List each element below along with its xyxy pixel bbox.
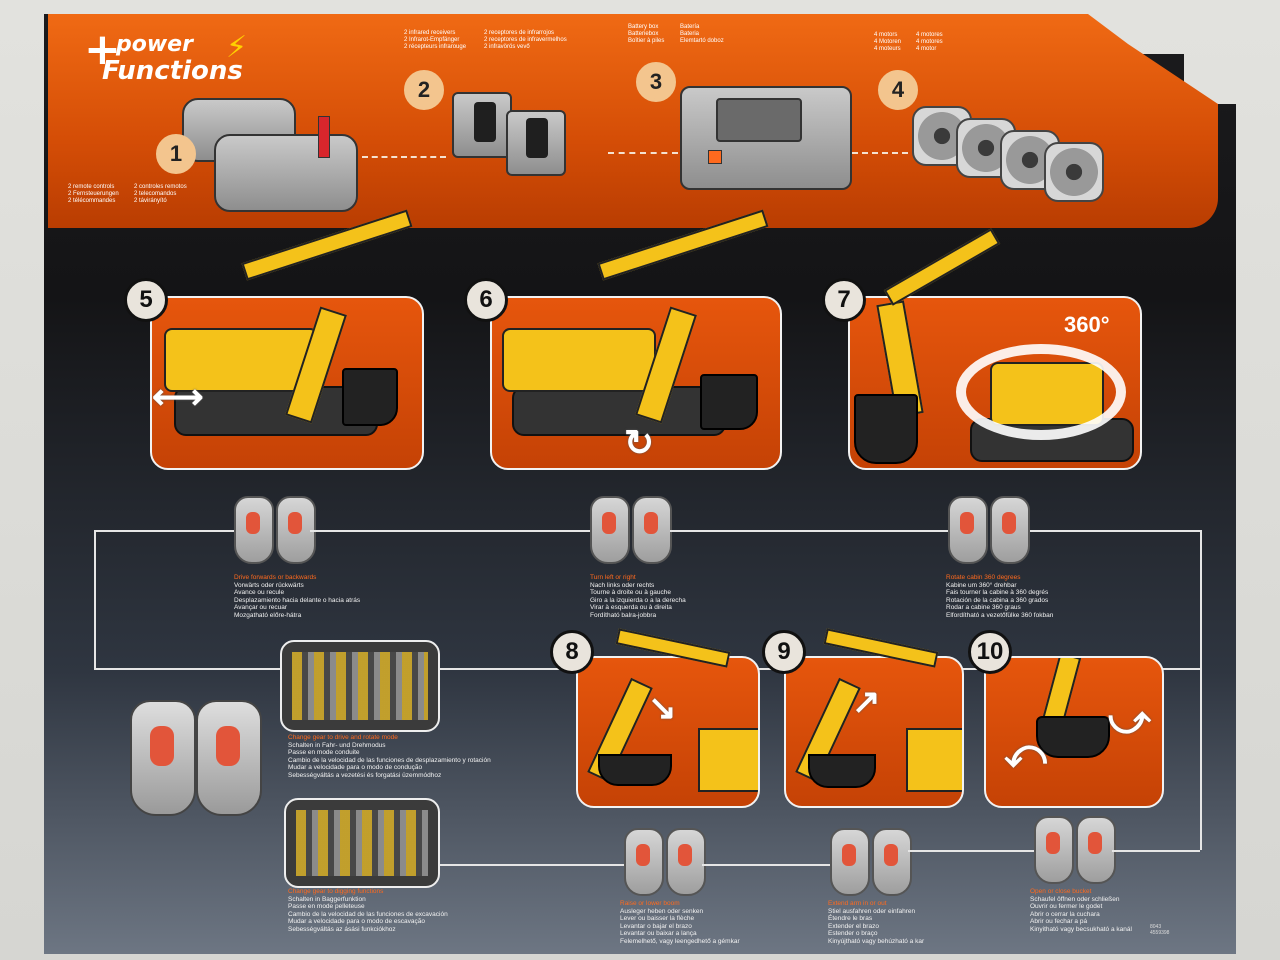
excavator-bucket	[342, 368, 398, 426]
step10-photo: ⤺ ⤻	[984, 656, 1164, 808]
connector-dash-3	[852, 152, 908, 154]
remote-lever	[318, 116, 330, 158]
rotate-ring-icon	[956, 344, 1126, 440]
remote-icon	[624, 828, 664, 896]
receiver-window-2	[526, 118, 548, 158]
remote-icon	[590, 496, 630, 564]
remote-control-2	[214, 134, 358, 212]
turn-arrow-icon: ↻	[624, 422, 655, 463]
battery-box-top	[716, 98, 802, 142]
wire-left-vertical	[94, 530, 96, 668]
lower-arrow-icon: ↘	[648, 689, 677, 727]
step-number-9: 9	[762, 630, 806, 674]
remote-icon	[666, 828, 706, 896]
open-close-arrow-icon-2: ⤻	[1108, 698, 1151, 742]
wire-bottom-3	[908, 850, 1034, 852]
logo-line1: power	[116, 32, 193, 57]
logo-line2: Functions	[102, 56, 243, 86]
connector-dash-2	[608, 152, 678, 154]
remote-icon	[830, 828, 870, 896]
dig-gear-photo	[284, 798, 440, 888]
wire-center-top	[310, 530, 590, 532]
receiver-window	[474, 102, 496, 142]
excavator-body	[698, 728, 758, 792]
power-functions-logo: + power Functions ⚡	[84, 28, 254, 92]
wire-right-vertical	[1200, 530, 1202, 668]
step-number-4: 4	[878, 70, 918, 110]
extend-arrow-icon: ↗	[852, 683, 881, 721]
wire-bottom	[440, 864, 624, 866]
open-close-arrow-icon: ⤺	[1004, 732, 1047, 776]
excavator-bucket	[808, 754, 876, 788]
remote-icon	[1076, 816, 1116, 884]
remote-icon	[632, 496, 672, 564]
remote-icon	[990, 496, 1030, 564]
wire-top	[94, 530, 234, 532]
excavator-bucket	[598, 754, 672, 786]
wire-right-top	[1030, 530, 1200, 532]
excavator-track	[512, 386, 726, 436]
motor-4	[1044, 142, 1104, 202]
step-number-5: 5	[124, 278, 168, 322]
remote-icon	[948, 496, 988, 564]
step-number-8: 8	[550, 630, 594, 674]
battery-switch	[708, 150, 722, 164]
excavator-bucket	[700, 374, 758, 430]
step9-photo: ↗	[784, 656, 964, 808]
remote-icon	[234, 496, 274, 564]
connector-dash-1	[362, 156, 446, 158]
remote-icon	[1034, 816, 1074, 884]
step8-photo: ↘	[576, 656, 760, 808]
step-number-2: 2	[404, 70, 444, 110]
step-number-1: 1	[156, 134, 196, 174]
excavator-body	[164, 328, 318, 392]
remote-icon	[872, 828, 912, 896]
big-remote-2	[196, 700, 262, 816]
bolt-icon: ⚡	[226, 30, 248, 65]
wire-center-top-2	[670, 530, 948, 532]
excavator-body	[906, 728, 962, 792]
big-remote-1	[130, 700, 196, 816]
step-number-10: 10	[968, 630, 1012, 674]
excavator-body	[502, 328, 656, 392]
step5-photo: ⟷	[150, 296, 424, 470]
step-number-6: 6	[464, 278, 508, 322]
wire-bottom-right-v	[1200, 668, 1202, 850]
move-arrow-icon: ⟷	[152, 376, 204, 417]
step-number-3: 3	[636, 62, 676, 102]
plus-icon: +	[84, 24, 121, 75]
wire-bottom-right	[1112, 850, 1200, 852]
drive-gear-photo	[280, 640, 440, 732]
step-number-7: 7	[822, 278, 866, 322]
step7-photo	[848, 296, 1142, 470]
step6-photo: ↻	[490, 296, 782, 470]
excavator-bucket	[854, 394, 918, 464]
wire-bottom-2	[702, 864, 830, 866]
excavator-bucket	[1036, 716, 1110, 758]
rotation-badge: 360°	[1064, 312, 1110, 337]
